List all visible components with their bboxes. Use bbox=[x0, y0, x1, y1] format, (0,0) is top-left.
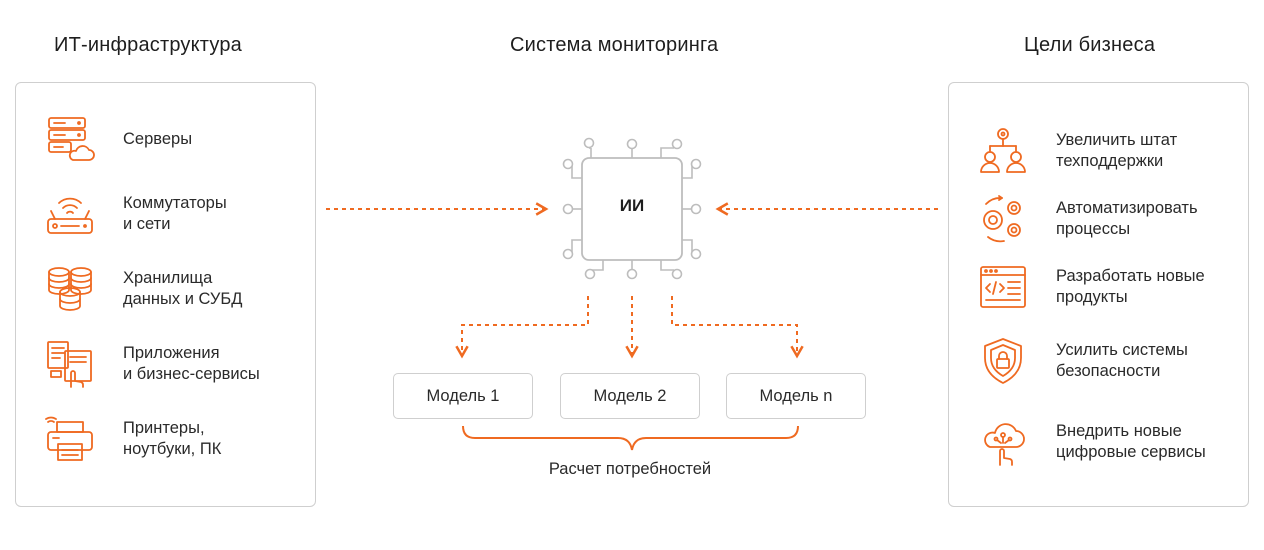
infra-item-applications: Приложения и бизнес-сервисы bbox=[44, 338, 260, 390]
infra-item-network: Коммутаторы и сети bbox=[44, 188, 227, 240]
goal-label-products: Разработать новые продукты bbox=[1056, 267, 1205, 306]
goal-item-digital: Внедрить новые цифровые сервисы bbox=[977, 416, 1206, 468]
it-infrastructure-panel: Серверы Коммутаторы и сети Хран bbox=[15, 82, 316, 507]
goal-label-support: Увеличить штат техподдержки bbox=[1056, 131, 1178, 170]
database-icon bbox=[44, 263, 96, 315]
support-team-icon bbox=[977, 125, 1029, 177]
infra-label-servers: Серверы bbox=[123, 129, 193, 148]
model-2-box: Модель 2 bbox=[560, 373, 700, 419]
business-goals-panel: Увеличить штат техподдержки Автоматизиро… bbox=[948, 82, 1249, 507]
infra-item-devices: Принтеры, ноутбуки, ПК bbox=[44, 413, 221, 465]
heading-it-infrastructure: ИТ-инфраструктура bbox=[54, 34, 243, 56]
arrow-ai-to-model-1 bbox=[455, 296, 589, 359]
application-touch-icon bbox=[44, 338, 96, 390]
router-icon bbox=[44, 188, 96, 240]
calculation-label: Расчет потребностей bbox=[548, 460, 712, 478]
goal-item-support: Увеличить штат техподдержки bbox=[977, 125, 1177, 177]
infra-label-network: Коммутаторы и сети bbox=[123, 194, 227, 233]
cloud-touch-icon bbox=[977, 416, 1029, 468]
models-bracket bbox=[462, 425, 799, 451]
goal-item-security: Усилить системы безопасности bbox=[977, 335, 1188, 387]
goal-item-automation: Автоматизировать процессы bbox=[977, 193, 1198, 245]
goal-item-products: Разработать новые продукты bbox=[977, 261, 1205, 313]
ai-chip-icon bbox=[562, 137, 702, 280]
infra-item-servers: Серверы bbox=[44, 113, 192, 165]
goal-label-automation: Автоматизировать процессы bbox=[1056, 199, 1198, 238]
infra-label-devices: Принтеры, ноутбуки, ПК bbox=[123, 419, 222, 458]
infra-label-storage: Хранилища данных и СУБД bbox=[123, 269, 243, 308]
ai-chip-label: ИИ bbox=[619, 196, 645, 215]
model-1-box: Модель 1 bbox=[393, 373, 533, 419]
printer-icon bbox=[44, 413, 96, 465]
goal-label-security: Усилить системы безопасности bbox=[1056, 341, 1188, 380]
server-cloud-icon bbox=[44, 113, 96, 165]
heading-business-goals: Цели бизнеса bbox=[1024, 34, 1156, 56]
heading-monitoring-system: Система мониторинга bbox=[510, 34, 719, 56]
shield-lock-icon bbox=[977, 335, 1029, 387]
arrow-ai-to-model-n bbox=[671, 296, 804, 359]
goal-label-digital: Внедрить новые цифровые сервисы bbox=[1056, 422, 1206, 461]
infra-label-applications: Приложения и бизнес-сервисы bbox=[123, 344, 260, 383]
code-window-icon bbox=[977, 261, 1029, 313]
model-n-box: Модель n bbox=[726, 373, 866, 419]
gears-cycle-icon bbox=[977, 193, 1029, 245]
infra-item-storage: Хранилища данных и СУБД bbox=[44, 263, 242, 315]
